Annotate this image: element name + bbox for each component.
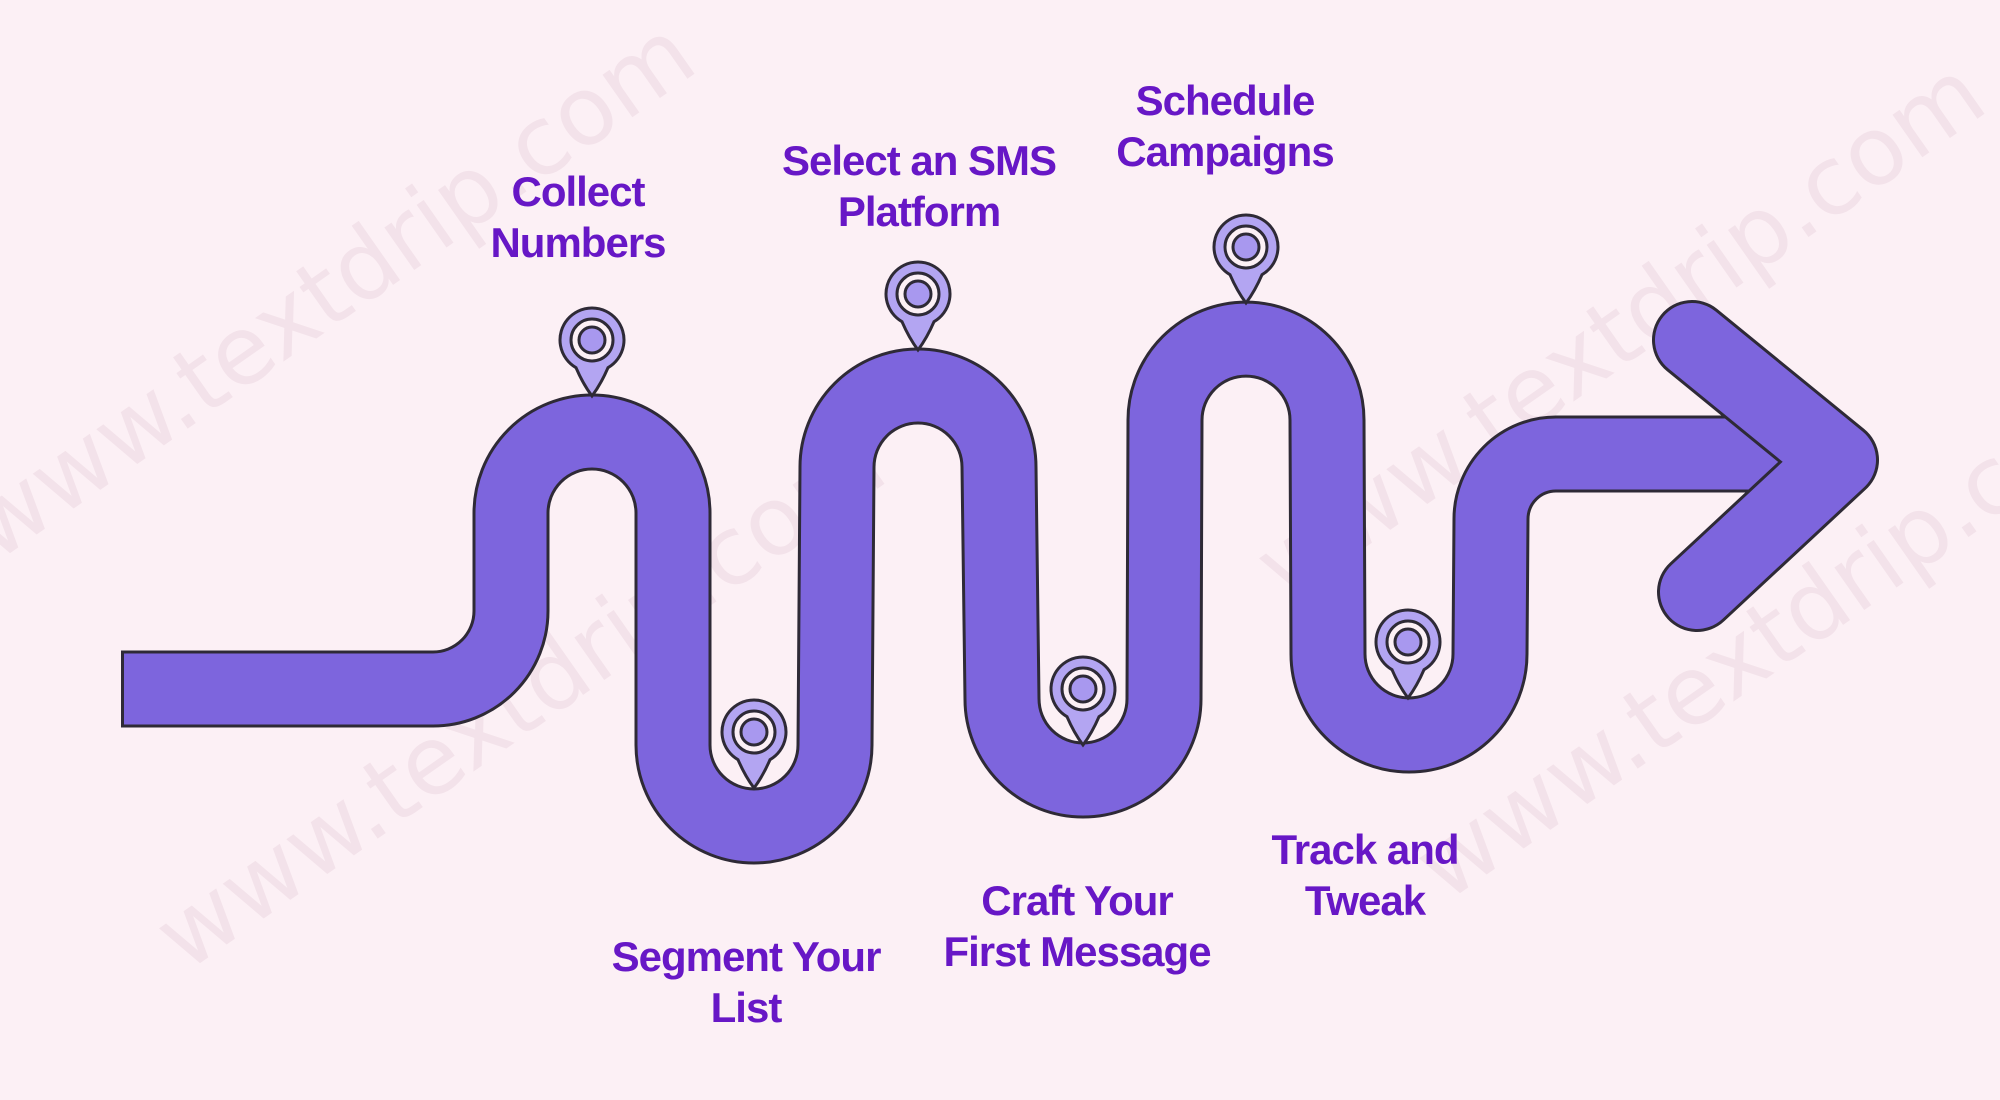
- step-label-select-sms-platform: Select an SMS Platform: [781, 135, 1057, 237]
- step-label-line: Campaigns: [1116, 128, 1334, 175]
- location-pin-icon-collect-numbers: [558, 306, 626, 398]
- step-label-line: Platform: [837, 188, 1001, 235]
- step-label-line: Tweak: [1304, 877, 1426, 924]
- step-label-line: Craft Your: [981, 877, 1173, 924]
- location-pin-icon-select-platform: [884, 260, 952, 352]
- location-pin-icon-craft-message: [1049, 655, 1117, 747]
- step-label-line: Collect: [511, 168, 645, 215]
- location-pin-icon-segment-list: [720, 698, 788, 790]
- winding-path: [124, 303, 1795, 862]
- step-label-segment-your-list: Segment Your List: [611, 931, 882, 1033]
- step-label-line: List: [710, 984, 783, 1031]
- location-pin-icon-schedule-campaigns: [1212, 213, 1280, 305]
- step-label-craft-first-message: Craft Your First Message: [943, 875, 1211, 977]
- step-label-line: Segment Your: [611, 933, 882, 980]
- location-pin-icon-track-tweak: [1374, 608, 1442, 700]
- step-label-line: Schedule: [1135, 77, 1316, 124]
- step-label-collect-numbers: Collect Numbers: [490, 166, 666, 268]
- step-label-schedule-campaigns: Schedule Campaigns: [1116, 75, 1334, 177]
- step-label-line: Track and: [1271, 826, 1459, 873]
- step-label-line: First Message: [943, 928, 1211, 975]
- arrow-right-icon: [1655, 303, 1876, 629]
- step-label-line: Numbers: [490, 219, 666, 266]
- step-label-track-and-tweak: Track and Tweak: [1271, 824, 1459, 926]
- step-label-line: Select an SMS: [781, 137, 1057, 184]
